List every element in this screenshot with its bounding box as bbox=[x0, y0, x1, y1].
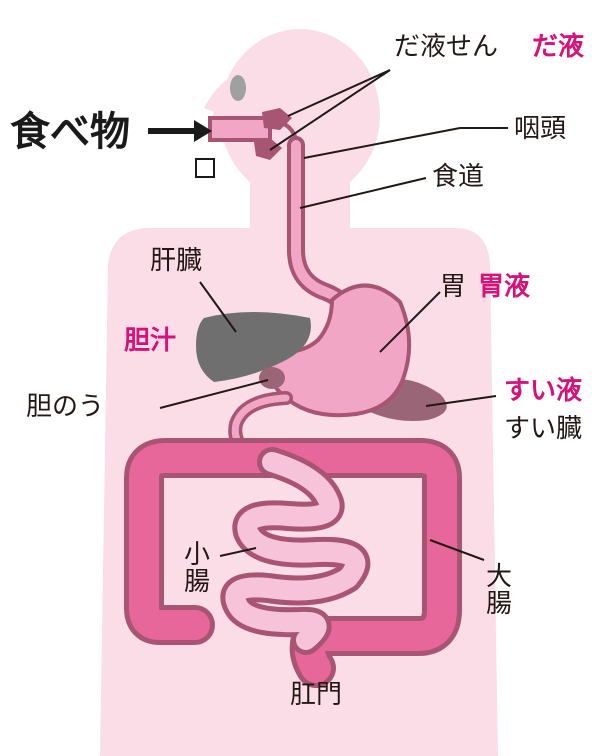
label-pancreas: すい臓 bbox=[504, 414, 583, 444]
label-stomach: 胃 bbox=[440, 272, 467, 302]
label-esophagus: 食道 bbox=[432, 162, 485, 192]
label-salivary-gland: だ液せん bbox=[394, 32, 499, 62]
label-small-intestine: 小腸 bbox=[183, 540, 210, 598]
stomach-organ bbox=[267, 283, 412, 418]
checkbox-square-icon bbox=[195, 158, 215, 178]
label-food: 食べ物 bbox=[10, 109, 130, 155]
label-pancreatic-juice: すい液 bbox=[504, 376, 583, 406]
arrow-right-icon bbox=[148, 120, 212, 142]
label-liver: 肝臓 bbox=[150, 246, 203, 276]
label-gallbladder: 胆のう bbox=[26, 392, 105, 422]
leader-lines bbox=[159, 69, 508, 561]
eye bbox=[230, 75, 246, 101]
label-pharynx: 咽頭 bbox=[514, 114, 567, 144]
label-saliva: だ液 bbox=[532, 32, 585, 62]
label-anus: 肛門 bbox=[290, 680, 343, 710]
label-gastric-juice: 胃液 bbox=[478, 272, 531, 302]
liver-organ bbox=[196, 312, 311, 382]
label-bile: 胆汁 bbox=[124, 326, 177, 356]
label-large-intestine: 大腸 bbox=[485, 562, 512, 620]
mouth bbox=[208, 108, 300, 160]
gallbladder-organ bbox=[259, 367, 285, 389]
